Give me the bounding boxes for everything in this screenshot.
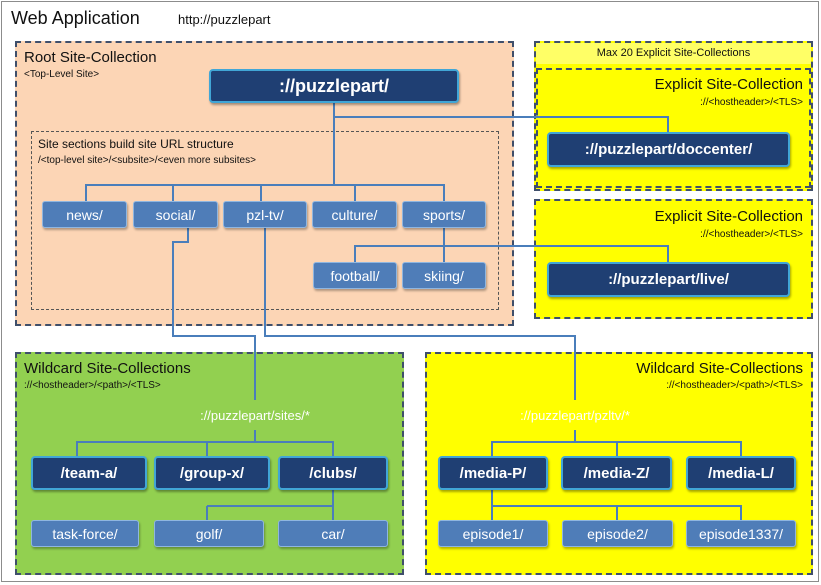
wildcard-left-site-clubs[interactable]: /clubs/ [278, 456, 388, 490]
wildcard-right-site-media-z[interactable]: /media-Z/ [561, 456, 672, 490]
subsite-football[interactable]: football/ [313, 262, 397, 289]
explicit-doccenter-box[interactable]: ://puzzlepart/doccenter/ [547, 132, 790, 167]
wildcard-left-child-task-force[interactable]: task-force/ [31, 520, 139, 547]
explicit-collection-2-pattern: ://<hostheader>/<TLS> [700, 229, 803, 240]
explicit-collection-2-title: Explicit Site-Collection [654, 208, 803, 225]
wildcard-left-title: Wildcard Site-Collections [24, 360, 191, 377]
wildcard-right-site-media-l[interactable]: /media-L/ [686, 456, 796, 490]
sections-subtitle: /<top-level site>/<subsite>/<even more s… [38, 155, 256, 166]
subsite-pzl-tv[interactable]: pzl-tv/ [223, 201, 307, 228]
sections-title: Site sections build site URL structure [38, 137, 234, 151]
explicit-collection-1-panel [536, 68, 811, 188]
root-title: Root Site-Collection [24, 49, 157, 66]
app-url: http://puzzlepart [178, 12, 271, 27]
wildcard-right-path: ://puzzlepart/pzltv/* [466, 400, 684, 430]
wildcard-right-child-episode1337[interactable]: episode1337/ [686, 520, 796, 547]
subsite-social[interactable]: social/ [133, 201, 218, 228]
wildcard-right-child-episode2[interactable]: episode2/ [562, 520, 673, 547]
explicit-collection-1-title: Explicit Site-Collection [654, 76, 803, 93]
max-label-band [536, 43, 811, 64]
subsite-sports[interactable]: sports/ [402, 201, 486, 228]
wildcard-right-title: Wildcard Site-Collections [636, 360, 803, 377]
wildcard-left-child-car[interactable]: car/ [278, 520, 388, 547]
root-main-site-box[interactable]: ://puzzlepart/ [209, 69, 459, 103]
explicit-collection-2-panel [534, 199, 813, 319]
wildcard-right-pattern: ://<hostheader>/<path>/<TLS> [666, 380, 803, 391]
wildcard-left-path: ://puzzlepart/sites/* [145, 400, 365, 430]
root-subtitle: <Top-Level Site> [24, 69, 100, 80]
wildcard-left-pattern: ://<hostheader>/<path>/<TLS> [24, 380, 161, 391]
wildcard-right-child-episode1[interactable]: episode1/ [438, 520, 548, 547]
app-title: Web Application [11, 8, 140, 28]
wildcard-left-child-golf[interactable]: golf/ [154, 520, 264, 547]
subsite-skiing[interactable]: skiing/ [402, 262, 486, 289]
wildcard-right-site-media-p[interactable]: /media-P/ [438, 456, 548, 490]
wildcard-left-site-group-x[interactable]: /group-x/ [154, 456, 270, 490]
wildcard-left-site-team-a[interactable]: /team-a/ [31, 456, 147, 490]
subsite-culture[interactable]: culture/ [312, 201, 397, 228]
explicit-collection-1-pattern: ://<hostheader>/<TLS> [700, 97, 803, 108]
subsite-news[interactable]: news/ [42, 201, 127, 228]
max-explicit-label: Max 20 Explicit Site-Collections [596, 47, 751, 59]
explicit-live-box[interactable]: ://puzzlepart/live/ [547, 262, 790, 297]
